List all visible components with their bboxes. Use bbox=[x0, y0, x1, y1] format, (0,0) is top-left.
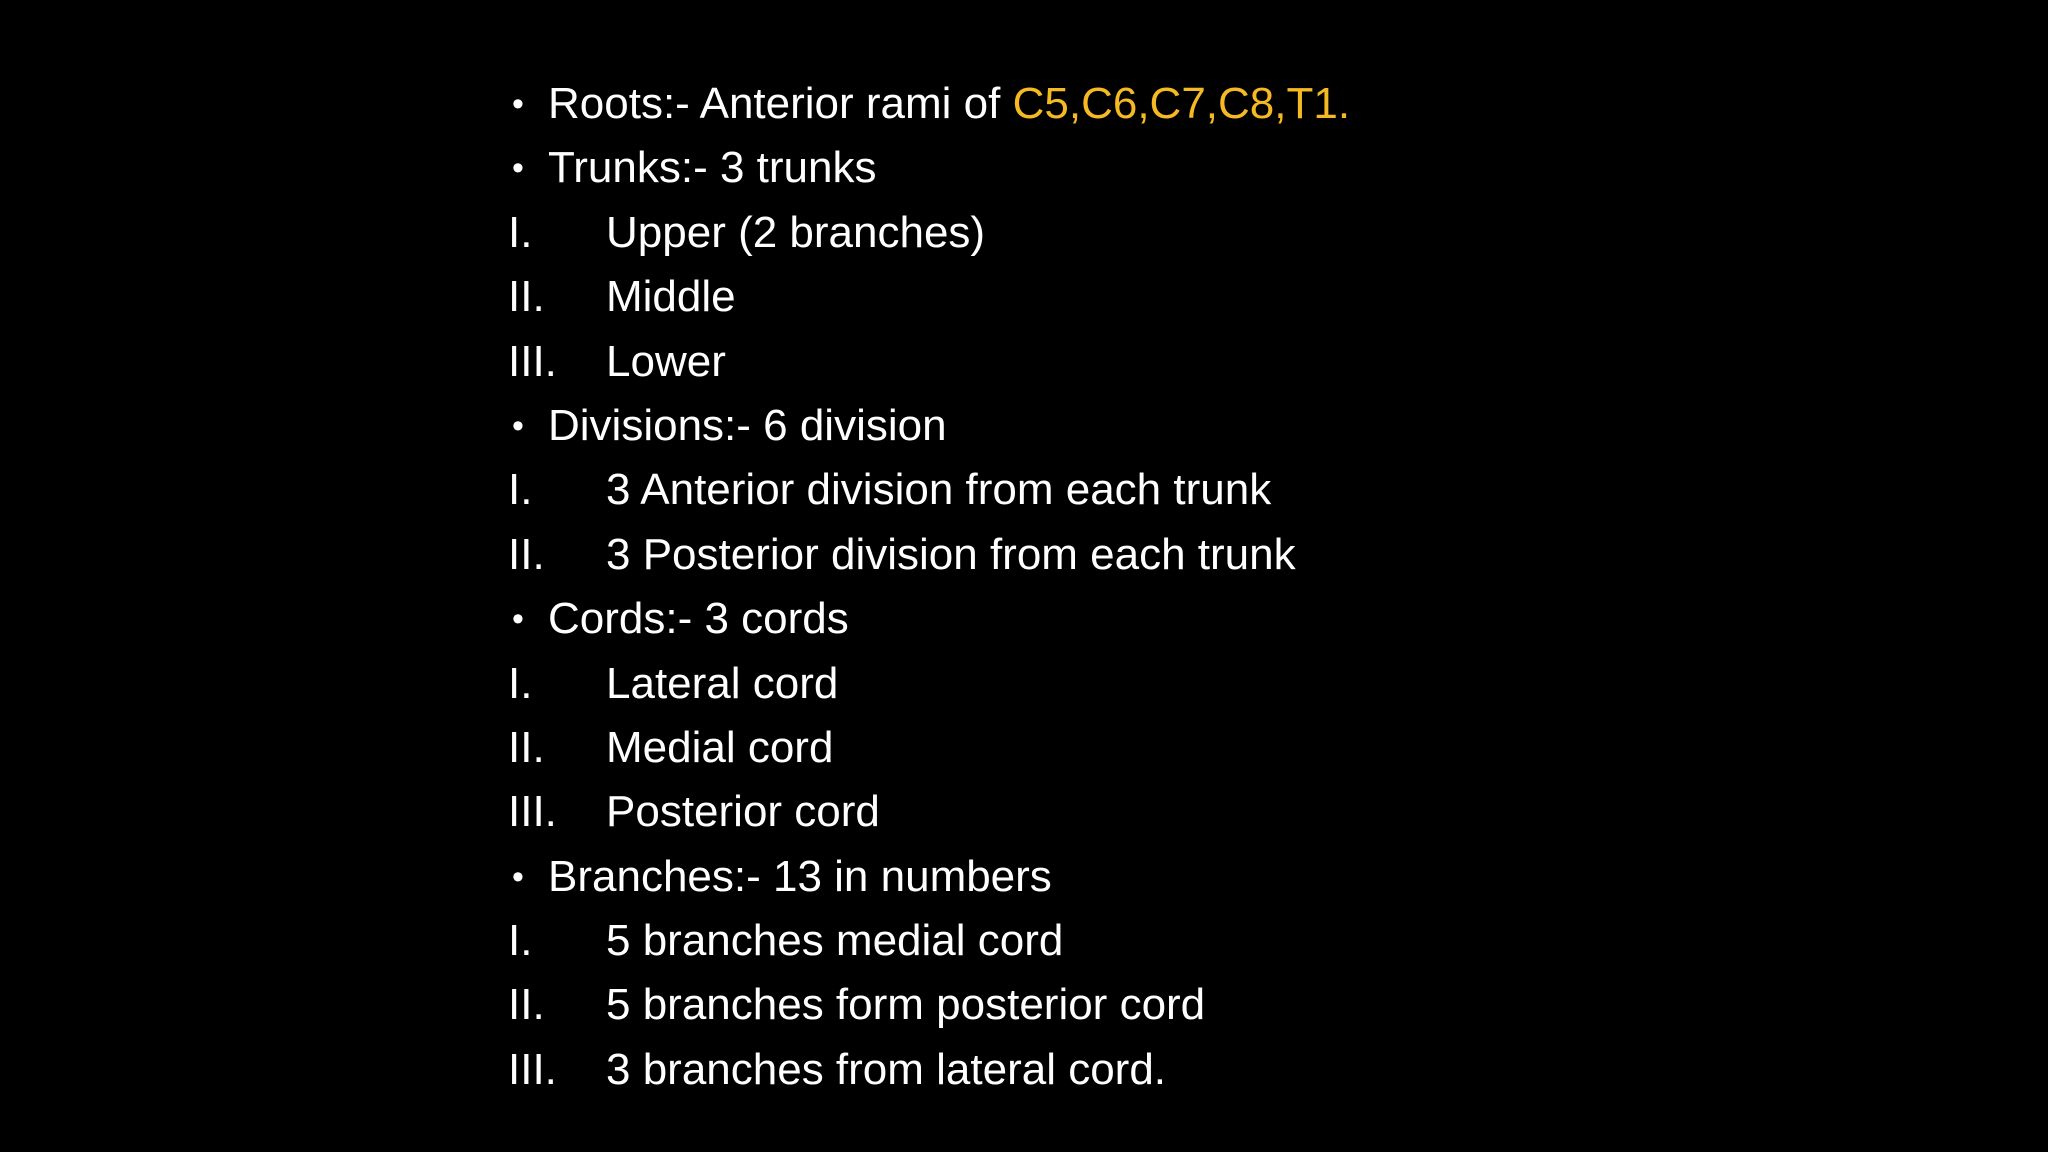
list-item-text: 5 branches medial cord bbox=[606, 916, 1064, 966]
numeral-marker: I. bbox=[508, 658, 533, 708]
list-item: II. 3 Posterior division from each trunk bbox=[508, 523, 1828, 587]
bullet-roots-text: Roots:- Anterior rami of C5,C6,C7,C8,T1. bbox=[548, 72, 1350, 136]
list-item-text: Posterior cord bbox=[606, 787, 880, 837]
list-item-text: Lower bbox=[606, 336, 726, 386]
numeral-marker: III. bbox=[508, 1044, 557, 1094]
list-item: II. 5 branches form posterior cord bbox=[508, 973, 1828, 1037]
list-item: I. 5 branches medial cord bbox=[508, 909, 1828, 973]
bullet-divisions-text: Divisions:- 6 division bbox=[548, 400, 947, 450]
roots-highlight: C5,C6,C7,C8,T1. bbox=[1012, 79, 1351, 128]
list-item-text: 5 branches form posterior cord bbox=[606, 980, 1206, 1030]
bullet-branches: • Branches:- 13 in numbers bbox=[508, 845, 1828, 909]
numeral-marker: II. bbox=[508, 722, 545, 772]
bullet-marker: • bbox=[512, 85, 524, 123]
numeral-marker: II. bbox=[508, 980, 545, 1030]
bullet-cords-text: Cords:- 3 cords bbox=[548, 594, 849, 644]
numeral-marker: III. bbox=[508, 336, 557, 386]
list-item-text: Upper (2 branches) bbox=[606, 207, 986, 257]
numeral-marker: II. bbox=[508, 529, 545, 579]
numeral-marker: I. bbox=[508, 465, 533, 515]
list-item-text: Medial cord bbox=[606, 722, 834, 772]
bullet-marker: • bbox=[512, 149, 524, 188]
bullet-trunks: • Trunks:- 3 trunks bbox=[508, 136, 1828, 200]
list-item: II. Medial cord bbox=[508, 716, 1828, 780]
bullet-marker: • bbox=[512, 857, 524, 896]
bullet-trunks-text: Trunks:- 3 trunks bbox=[548, 143, 877, 193]
bullet-marker: • bbox=[512, 406, 524, 445]
list-item: III. 3 branches from lateral cord. bbox=[508, 1038, 1828, 1102]
list-item: III. Posterior cord bbox=[508, 780, 1828, 844]
numeral-marker: II. bbox=[508, 272, 545, 322]
list-item-text: 3 branches from lateral cord. bbox=[606, 1044, 1167, 1094]
numeral-marker: I. bbox=[508, 916, 533, 966]
numeral-marker: I. bbox=[508, 207, 533, 257]
list-item-text: Middle bbox=[606, 272, 736, 322]
bullet-marker: • bbox=[512, 600, 524, 639]
list-item: I. Upper (2 branches) bbox=[508, 201, 1828, 265]
bullet-divisions: • Divisions:- 6 division bbox=[508, 394, 1828, 458]
roots-label: Roots:- Anterior rami of bbox=[548, 79, 1013, 128]
list-item: I. 3 Anterior division from each trunk bbox=[508, 458, 1828, 522]
list-item: II. Middle bbox=[508, 265, 1828, 329]
list-item-text: 3 Anterior division from each trunk bbox=[606, 465, 1272, 515]
list-item-text: Lateral cord bbox=[606, 658, 839, 708]
bullet-roots: • Roots:- Anterior rami of C5,C6,C7,C8,T… bbox=[508, 72, 1828, 136]
bullet-cords: • Cords:- 3 cords bbox=[508, 587, 1828, 651]
slide-content: • Roots:- Anterior rami of C5,C6,C7,C8,T… bbox=[508, 72, 1828, 1102]
bullet-branches-text: Branches:- 13 in numbers bbox=[548, 851, 1052, 901]
list-item-text: 3 Posterior division from each trunk bbox=[606, 529, 1296, 579]
numeral-marker: III. bbox=[508, 787, 557, 837]
list-item: III. Lower bbox=[508, 330, 1828, 394]
list-item: I. Lateral cord bbox=[508, 652, 1828, 716]
